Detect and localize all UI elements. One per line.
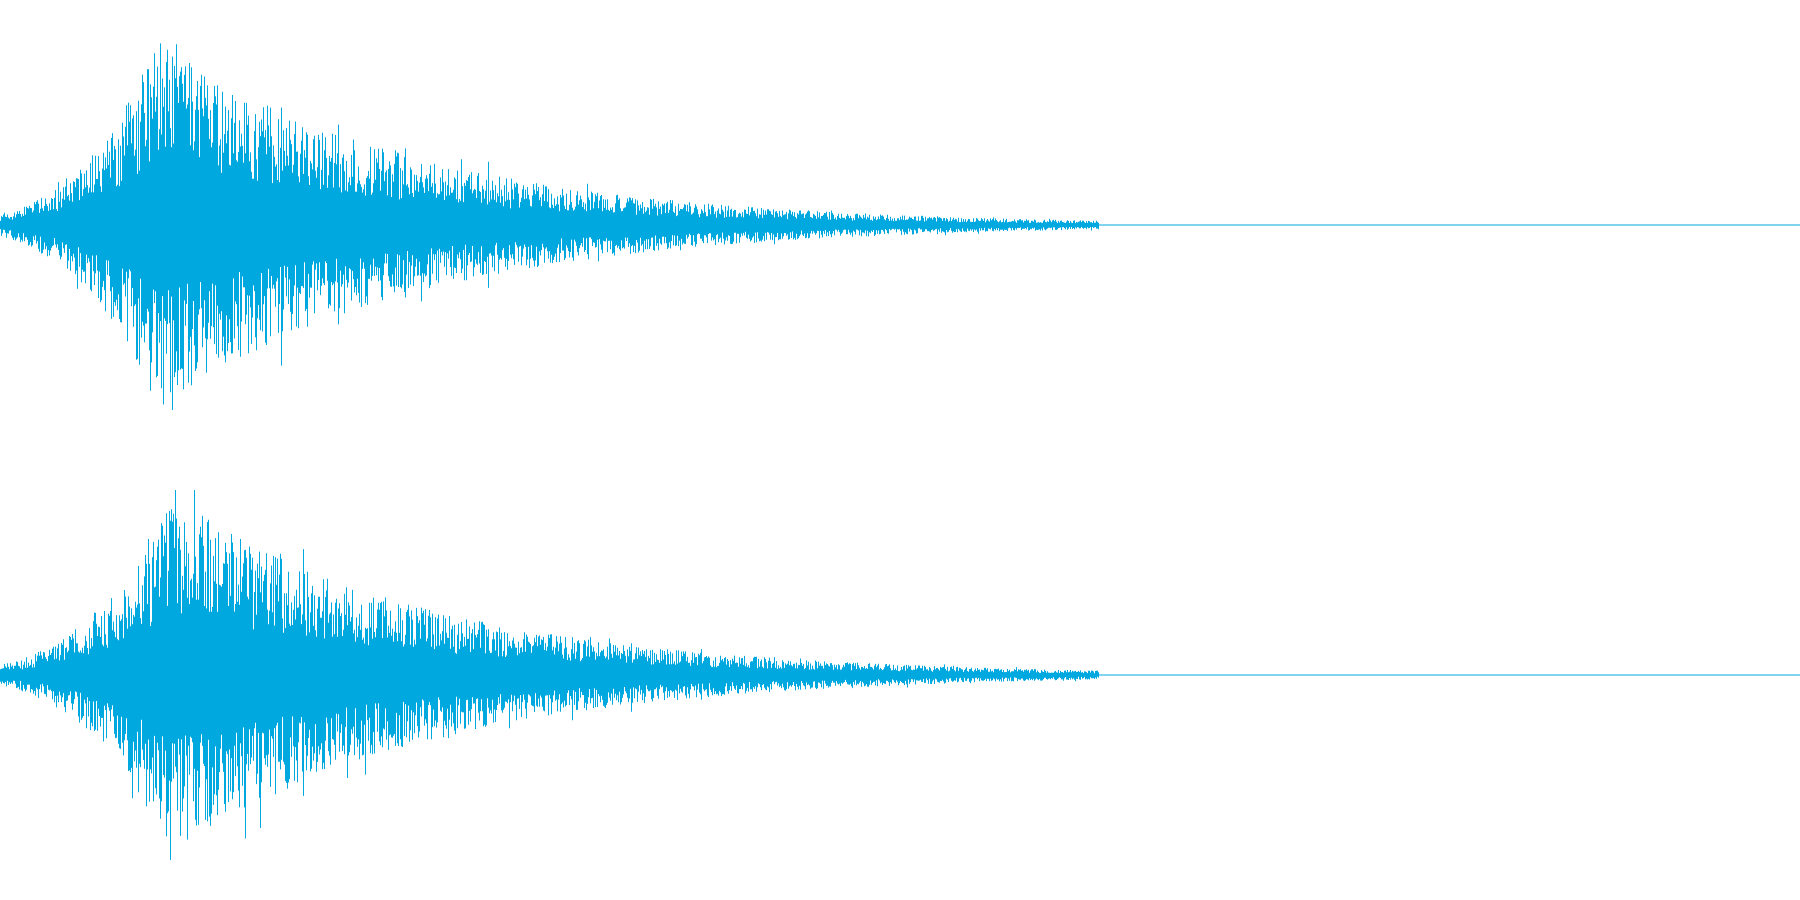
channel-2-waveform-svg	[0, 490, 1800, 860]
channel-2-samples	[0, 490, 1099, 860]
waveform-channel-1	[0, 30, 1800, 420]
waveform-channel-2	[0, 480, 1800, 870]
channel-1-waveform-svg	[0, 43, 1800, 410]
channel-1-waveform-path	[0, 43, 1099, 410]
channel-1-samples	[0, 43, 1099, 410]
channel-2-waveform-path	[0, 490, 1099, 860]
